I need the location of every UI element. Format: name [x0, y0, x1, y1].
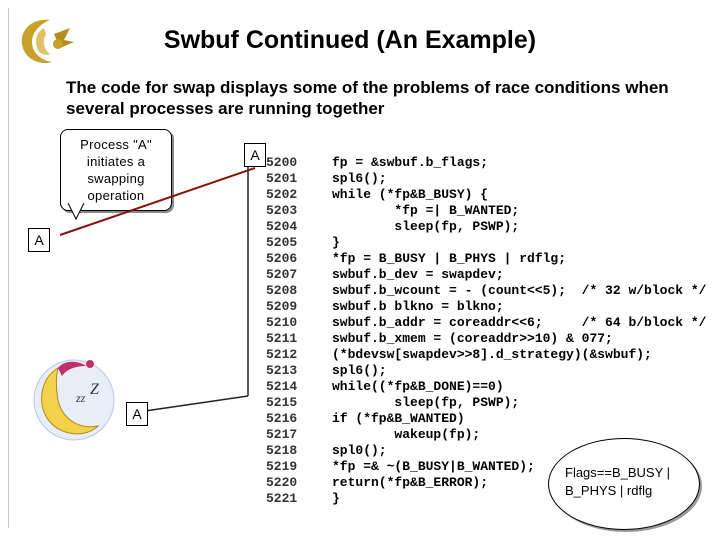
callout-line: operation [87, 188, 145, 203]
code-line: 5205} [266, 235, 706, 251]
code-text: spl6(); [332, 171, 387, 186]
line-number: 5214 [266, 379, 298, 394]
callout-line: initiates a [86, 154, 146, 169]
code-text: *fp =| B_WANTED; [332, 203, 520, 218]
code-line: 5200 fp = &swbuf.b_flags; [266, 155, 706, 171]
line-number: 5216 [266, 411, 298, 426]
process-a-tag-bottom: A [126, 402, 148, 426]
code-line: 5214 while((*fp&B_DONE)==0) [266, 379, 706, 395]
flags-line: B_PHYS | rdflg [565, 483, 653, 498]
code-line: 5218 spl0(); [266, 443, 706, 459]
line-number: 5203 [266, 203, 298, 218]
line-number: 5208 [266, 283, 298, 298]
line-number: 5211 [266, 331, 298, 346]
svg-text:zz: zz [75, 391, 86, 405]
code-line: 5206 *fp = B_BUSY | B_PHYS | rdflg; [266, 251, 706, 267]
ucf-logo-icon [21, 19, 74, 64]
code-text: if (*fp&B_WANTED) [332, 411, 465, 426]
code-text: } [332, 235, 340, 250]
code-line: 5221} [266, 491, 706, 507]
code-line: 5217 wakeup(fp); [266, 427, 706, 443]
code-text: fp = &swbuf.b_flags; [332, 155, 489, 170]
code-line: 5215 sleep(fp, PSWP); [266, 395, 706, 411]
code-text: while (*fp&B_BUSY) { [332, 187, 489, 202]
intro-text: The code for swap displays some of the p… [66, 78, 669, 118]
line-number: 5205 [266, 235, 298, 250]
code-text: sleep(fp, PSWP); [332, 395, 520, 410]
code-text: } [332, 491, 340, 506]
code-text: swbuf.b_addr = coreaddr<<6; /* 64 b/bloc… [332, 315, 707, 330]
line-number: 5217 [266, 427, 298, 442]
code-line: 5208 swbuf.b_wcount = - (count<<5); /* 32… [266, 283, 706, 299]
code-line: 5211 swbuf.b_xmem = (coreaddr>>10) & 077; [266, 331, 706, 347]
code-line: 5209 swbuf.b blkno = blkno; [266, 299, 706, 315]
code-line: 5204 sleep(fp, PSWP); [266, 219, 706, 235]
line-number: 5210 [266, 315, 298, 330]
flags-bubble [548, 438, 700, 530]
flags-text: Flags==B_BUSY | B_PHYS | rdflg [565, 464, 705, 500]
process-callout: Process "A" initiates a swapping operati… [60, 129, 172, 211]
line-number: 5219 [266, 459, 298, 474]
callout-line: swapping [87, 171, 145, 186]
code-text: *fp = B_BUSY | B_PHYS | rdflg; [332, 251, 567, 266]
code-line: 5202 while (*fp&B_BUSY) { [266, 187, 706, 203]
code-line: 5207 swbuf.b_dev = swapdev; [266, 267, 706, 283]
code-line: 5219 *fp =& ~(B_BUSY|B_WANTED); [266, 459, 706, 475]
code-text: return(*fp&B_ERROR); [332, 475, 489, 490]
line-number: 5221 [266, 491, 298, 506]
code-text: swbuf.b blkno = blkno; [332, 299, 504, 314]
process-a-tag-top: A [244, 143, 266, 167]
code-text: spl0(); [332, 443, 387, 458]
callout-text: Process "A" initiates a swapping operati… [61, 130, 171, 204]
line-number: 5200 [266, 155, 298, 170]
slide-edge [8, 8, 9, 528]
line-number: 5209 [266, 299, 298, 314]
line-number: 5206 [266, 251, 298, 266]
line-number: 5201 [266, 171, 298, 186]
code-text: (*bdevsw[swapdev>>8].d_strategy)(&swbuf)… [332, 347, 652, 362]
line-number: 5212 [266, 347, 298, 362]
code-text: while((*fp&B_DONE)==0) [332, 379, 504, 394]
process-a-tag-left: A [28, 228, 50, 252]
code-line: 5213 spl6(); [266, 363, 706, 379]
code-text: spl6(); [332, 363, 387, 378]
code-line: 5201 spl6(); [266, 171, 706, 187]
sleeping-moon-icon: zz Z [33, 359, 115, 441]
line-number: 5218 [266, 443, 298, 458]
line-number: 5215 [266, 395, 298, 410]
line-number: 5204 [266, 219, 298, 234]
code-line: 5220 return(*fp&B_ERROR); [266, 475, 706, 491]
code-text: swbuf.b_xmem = (coreaddr>>10) & 077; [332, 331, 613, 346]
flags-line: Flags==B_BUSY | [565, 465, 671, 480]
code-line: 5216 if (*fp&B_WANTED) [266, 411, 706, 427]
line-number: 5213 [266, 363, 298, 378]
svg-text:Z: Z [90, 381, 100, 398]
line-number: 5202 [266, 187, 298, 202]
line-number: 5220 [266, 475, 298, 490]
line-number: 5207 [266, 267, 298, 282]
code-text: sleep(fp, PSWP); [332, 219, 520, 234]
code-line: 5212 (*bdevsw[swapdev>>8].d_strategy)(&sw… [266, 347, 706, 363]
code-line: 5210 swbuf.b_addr = coreaddr<<6; /* 64 b/… [266, 315, 706, 331]
code-line: 5203 *fp =| B_WANTED; [266, 203, 706, 219]
code-text: wakeup(fp); [332, 427, 481, 442]
slide-title: Swbuf Continued (An Example) [163, 26, 537, 54]
code-listing: 5200 fp = &swbuf.b_flags; 5201 spl6(); 5202 w… [266, 155, 706, 507]
callout-tail [67, 203, 85, 221]
callout-line: Process "A" [80, 137, 152, 152]
code-text: swbuf.b_dev = swapdev; [332, 267, 504, 282]
code-text: swbuf.b_wcount = - (count<<5); /* 32 w/b… [332, 283, 707, 298]
code-text: *fp =& ~(B_BUSY|B_WANTED); [332, 459, 535, 474]
